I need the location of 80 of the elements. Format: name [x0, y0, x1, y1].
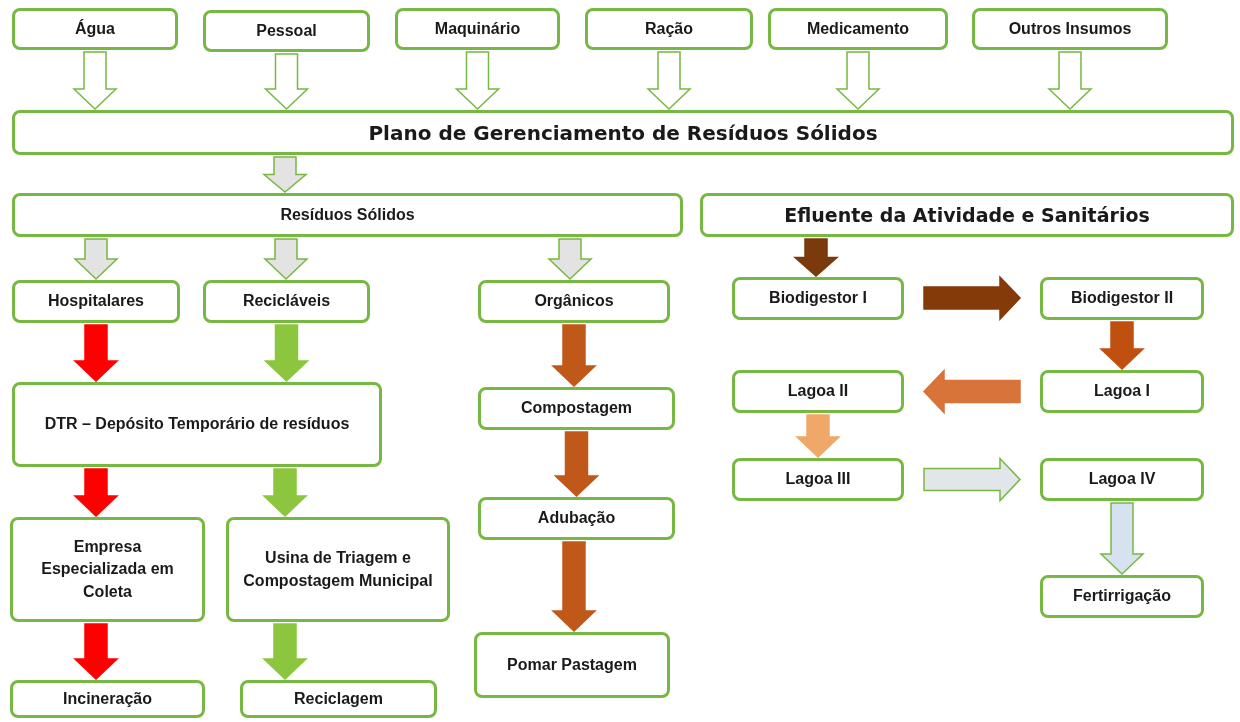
box-label: Pomar Pastagem — [507, 654, 637, 675]
process-box — [732, 277, 904, 320]
box-label: Medicamento — [806, 18, 910, 39]
process-box — [768, 8, 948, 50]
box-label: Hospitalares — [47, 291, 144, 312]
block-arrow — [262, 468, 308, 518]
block-arrow — [795, 414, 841, 459]
process-box — [732, 458, 904, 501]
box-label: Efluente da Atividade e Sanitários — [784, 202, 1150, 228]
block-arrow — [551, 541, 597, 633]
block-arrow — [73, 468, 119, 518]
block-arrow — [547, 238, 593, 281]
box-label: Fertirrigação — [1073, 586, 1171, 607]
box-label: Adubação — [537, 508, 616, 529]
process-box — [226, 517, 450, 622]
box-label: Biodigestor II — [1070, 288, 1174, 309]
process-box — [1040, 575, 1204, 618]
process-box — [478, 280, 670, 323]
process-box — [395, 8, 560, 50]
box-label: Pessoal — [256, 20, 317, 41]
block-arrow — [1099, 502, 1145, 576]
process-box — [1040, 370, 1204, 413]
process-box — [203, 280, 370, 323]
process-box — [12, 280, 180, 323]
box-label: DTR – Depósito Temporário de resíduos — [44, 414, 350, 435]
block-arrow — [262, 623, 308, 681]
box-label: Recicláveis — [242, 291, 331, 312]
box-label: Incineração — [63, 688, 152, 709]
block-arrow — [73, 238, 119, 281]
block-arrow — [1099, 321, 1145, 371]
block-arrow — [454, 51, 501, 111]
box-label: Ração — [645, 18, 693, 39]
box-label: Outros Insumos — [1008, 18, 1132, 39]
process-box — [478, 387, 675, 430]
box-label: Água — [75, 18, 115, 39]
box-label: Orgânicos — [534, 291, 614, 312]
process-box — [474, 632, 670, 698]
block-arrow — [923, 275, 1022, 321]
block-arrow — [922, 368, 1021, 415]
process-box — [732, 370, 904, 413]
block-arrow — [793, 238, 839, 277]
process-box — [12, 193, 683, 237]
box-label: Usina de Triagem e Compostagem Municipal — [242, 548, 434, 591]
process-box — [203, 10, 370, 52]
block-arrow — [551, 324, 597, 388]
box-label: Maquinário — [434, 18, 521, 39]
block-arrow — [263, 324, 310, 383]
box-label: Compostagem — [520, 398, 633, 419]
box-label: Reciclagem — [294, 688, 383, 709]
box-label: Empresa Especializada em Coleta — [40, 536, 175, 602]
block-arrow — [263, 53, 310, 111]
box-label: Lagoa IV — [1088, 469, 1156, 490]
block-arrow — [73, 623, 119, 681]
box-label: Biodigestor I — [769, 288, 867, 309]
process-box — [12, 8, 178, 50]
process-box — [972, 8, 1168, 50]
process-box — [1040, 458, 1204, 501]
process-box — [10, 517, 205, 622]
process-box — [12, 110, 1234, 155]
box-label: Lagoa II — [787, 381, 849, 402]
box-label: Resíduos Sólidos — [280, 204, 415, 225]
block-arrow — [261, 156, 309, 193]
block-arrow — [263, 238, 309, 281]
box-label: Lagoa I — [1094, 381, 1150, 402]
box-label: Plano de Gerenciamento de Resíduos Sólidos — [368, 119, 878, 147]
block-arrow — [835, 51, 881, 111]
box-label: Lagoa III — [785, 469, 851, 490]
process-box — [240, 680, 437, 718]
process-box — [1040, 277, 1204, 320]
block-arrow — [1047, 51, 1093, 111]
block-arrow — [72, 51, 118, 111]
process-box — [478, 497, 675, 540]
process-box — [585, 8, 753, 50]
block-arrow — [553, 431, 600, 498]
block-arrow — [923, 456, 1022, 503]
block-arrow — [73, 324, 119, 383]
process-box — [10, 680, 205, 718]
block-arrow — [646, 51, 692, 111]
process-box — [12, 382, 382, 467]
process-box — [700, 193, 1234, 237]
